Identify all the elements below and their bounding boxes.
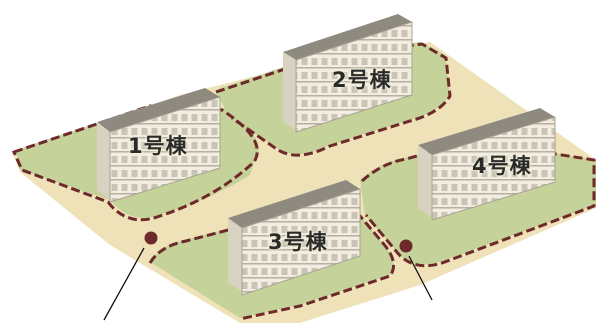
building-3-label: 3号棟: [268, 230, 328, 254]
left-path-marker: [103, 231, 158, 321]
building-4: [418, 108, 556, 221]
building-1-label: 1号棟: [128, 134, 188, 158]
building-2: [283, 14, 413, 133]
building-2-label: 2号棟: [332, 68, 392, 92]
building-3: [228, 180, 361, 296]
building-4-label: 4号棟: [472, 154, 532, 178]
building-1: [97, 88, 221, 203]
right-path-marker: [399, 239, 433, 301]
